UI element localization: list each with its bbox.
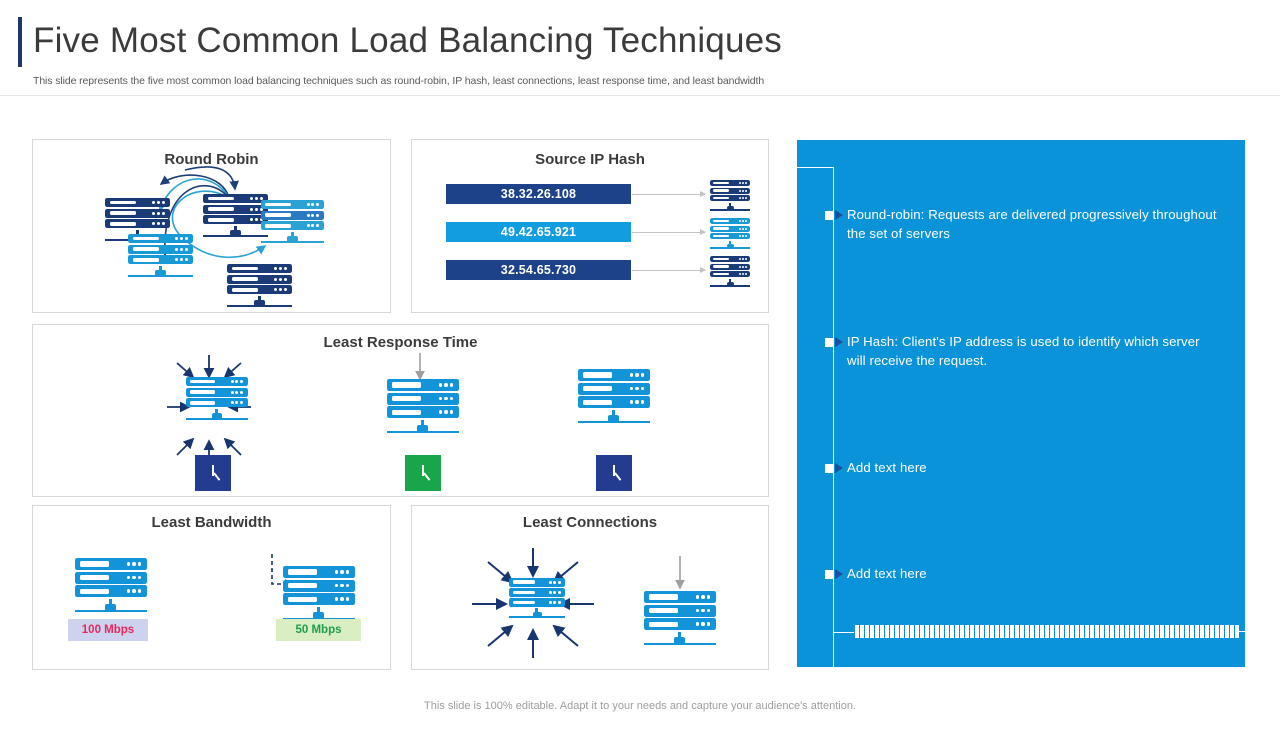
bullet-text: Add text here (847, 566, 927, 581)
panel-source-ip-hash-title: Source IP Hash (535, 151, 645, 168)
stopwatch-icon (405, 455, 441, 491)
panel-least-response-time-title: Least Response Time (323, 334, 478, 351)
footer-note: This slide is 100% editable. Adapt it to… (424, 700, 856, 712)
panel-connector-bottom (833, 632, 857, 634)
panel-least-connections[interactable]: Least Connections (411, 505, 769, 670)
panel-connector-vertical (833, 167, 835, 753)
ip-flow-arrow (632, 191, 706, 197)
bandwidth-tag: 100 Mbps (68, 619, 148, 641)
server-icon (644, 591, 716, 646)
ip-bar: 49.42.65.921 (446, 222, 631, 242)
least-connections-arrows (472, 548, 685, 658)
panel-least-response-time[interactable]: Least Response Time (32, 324, 769, 497)
bullet-text: Add text here (847, 460, 927, 475)
bullet-arrow-icon (821, 207, 847, 225)
ip-flow-arrow (632, 229, 706, 235)
panel-connector-top (797, 167, 834, 169)
server-icon (261, 200, 324, 245)
panel-least-bandwidth[interactable]: Least Bandwidth 100 Mbps 50 Mbps (32, 505, 391, 670)
server-icon (203, 194, 268, 239)
ip-flow-arrow (632, 267, 706, 273)
slide-header: Five Most Common Load Balancing Techniqu… (0, 0, 1280, 96)
panel-least-bandwidth-title: Least Bandwidth (151, 514, 272, 531)
ip-bar: 32.54.65.730 (446, 260, 631, 280)
server-icon (710, 256, 750, 287)
bullet-item[interactable]: Round-robin: Requests are delivered prog… (821, 205, 1221, 243)
bullet-text: Round-robin: Requests are delivered prog… (847, 207, 1217, 241)
title-accent-bar (18, 17, 22, 67)
server-icon (227, 264, 292, 309)
bullet-item[interactable]: Add text here (821, 564, 1221, 584)
bandwidth-tag: 50 Mbps (276, 619, 361, 641)
stopwatch-icon (195, 455, 231, 491)
bullet-arrow-icon (821, 460, 847, 478)
panel-source-ip-hash[interactable]: Source IP Hash 38.32.26.108 49.42.65.921… (411, 139, 769, 313)
panel-connector-bar-tail (1239, 631, 1247, 633)
server-icon (710, 180, 750, 211)
page-subtitle: This slide represents the five most comm… (33, 75, 765, 87)
panel-round-robin[interactable]: Round Robin (32, 139, 391, 313)
server-icon (75, 558, 147, 613)
server-icon (710, 218, 750, 249)
header-divider (0, 95, 1280, 96)
panel-least-connections-title: Least Connections (522, 514, 658, 531)
bullet-item[interactable]: Add text here (821, 458, 1221, 478)
bullet-item[interactable]: IP Hash: Client's IP address is used to … (821, 332, 1221, 370)
server-icon (509, 578, 565, 620)
server-icon (128, 234, 193, 279)
page-title: Five Most Common Load Balancing Techniqu… (33, 21, 782, 60)
bullet-arrow-icon (821, 566, 847, 584)
panel-round-robin-title: Round Robin (164, 151, 259, 168)
ip-bar: 38.32.26.108 (446, 184, 631, 204)
panel-hatched-bar (854, 625, 1239, 638)
server-icon (186, 377, 248, 422)
blue-content-panel: Round-robin: Requests are delivered prog… (797, 140, 1247, 753)
bullet-text: IP Hash: Client's IP address is used to … (847, 334, 1200, 368)
stopwatch-icon (596, 455, 632, 491)
server-icon (578, 369, 650, 424)
bullet-arrow-icon (821, 334, 847, 352)
server-icon (283, 566, 355, 621)
server-icon (387, 379, 459, 434)
